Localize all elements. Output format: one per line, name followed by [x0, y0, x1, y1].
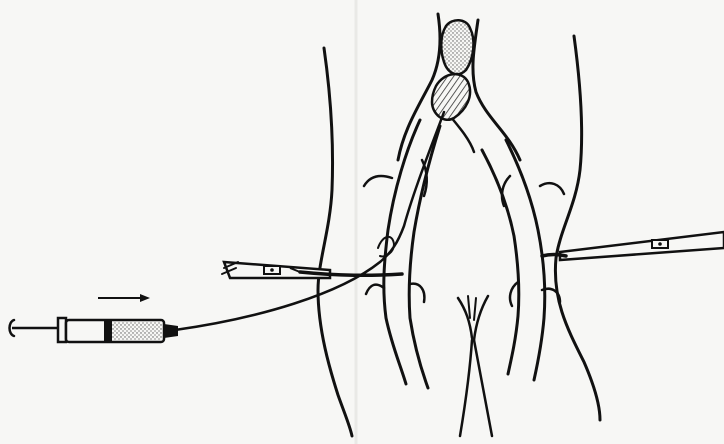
balloon-catheter [175, 112, 444, 330]
femoral-artery-right [482, 140, 564, 380]
femoral-artery-left [364, 120, 440, 388]
catheter-balloon [432, 74, 470, 120]
thigh-outline-right [555, 36, 600, 420]
embolus [441, 20, 473, 74]
direction-arrow [98, 294, 150, 302]
external-genitalia-sketch [458, 296, 492, 436]
syringe [10, 318, 179, 342]
vessel-loop-clamp-right [542, 232, 724, 260]
thigh-outline-left [318, 48, 352, 436]
